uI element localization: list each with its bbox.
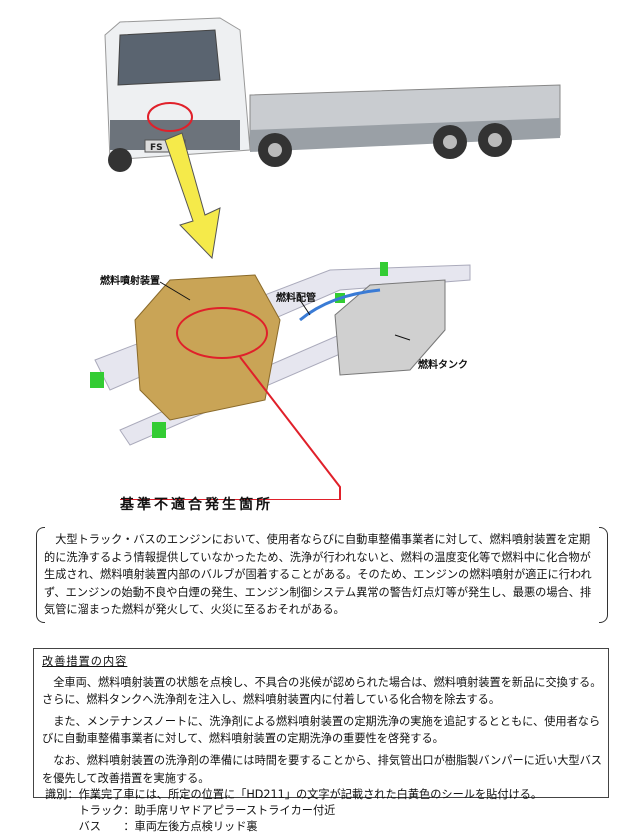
truck-illustration: FS (104, 17, 561, 172)
identification-line: 識別：作業完了車には、所定の位置に「HD211」の文字が記載された白黄色のシール… (45, 788, 543, 801)
defect-location-heading: 基準不適合発生箇所 (120, 497, 273, 513)
label-fuel-pipe: 燃料配管 (276, 293, 316, 304)
remedy-title: 改善措置の内容 (42, 655, 128, 668)
truck-badge: FS (150, 143, 163, 153)
highlight-circle-truck (147, 102, 193, 132)
remedy-paragraph: 全車両、燃料噴射装置の状態を点検し、不具合の兆候が認められた場合は、燃料噴射装置… (42, 675, 602, 707)
bracket-left (36, 527, 45, 623)
label-fuel-tank: 燃料タンク (418, 360, 468, 371)
recall-figure: FS (90, 17, 561, 500)
identification-bus: バス ：車両左後方点検リッド裏 (45, 820, 258, 833)
remedy-box: 改善措置の内容 全車両、燃料噴射装置の状態を点検し、不具合の兆候が認められた場合… (33, 648, 609, 799)
identification-truck: トラック：助手席リヤドアピラーストライカー付近 (45, 804, 336, 817)
highlight-circle-engine (176, 307, 268, 359)
remedy-paragraph: なお、燃料噴射装置の洗浄剤の準備には時間を要することから、排気管出口が樹脂製バン… (42, 753, 602, 785)
yellow-arrow (164, 132, 221, 260)
defect-description: 大型トラック・バスのエンジンにおいて、使用者ならびに自動車整備事業者に対して、燃… (36, 527, 608, 623)
description-text: 大型トラック・バスのエンジンにおいて、使用者ならびに自動車整備事業者に対して、燃… (44, 533, 592, 617)
chassis-diagram (90, 262, 471, 500)
label-injector: 燃料噴射装置 (100, 276, 160, 287)
bracket-right (599, 527, 608, 623)
highlight-leader-line (120, 356, 341, 500)
remedy-paragraph: また、メンテナンスノートに、洗浄剤による燃料噴射装置の定期洗浄の実施を追記すると… (42, 714, 601, 746)
identification: 識別：作業完了車には、所定の位置に「HD211」の文字が記載された白黄色のシール… (45, 787, 542, 835)
